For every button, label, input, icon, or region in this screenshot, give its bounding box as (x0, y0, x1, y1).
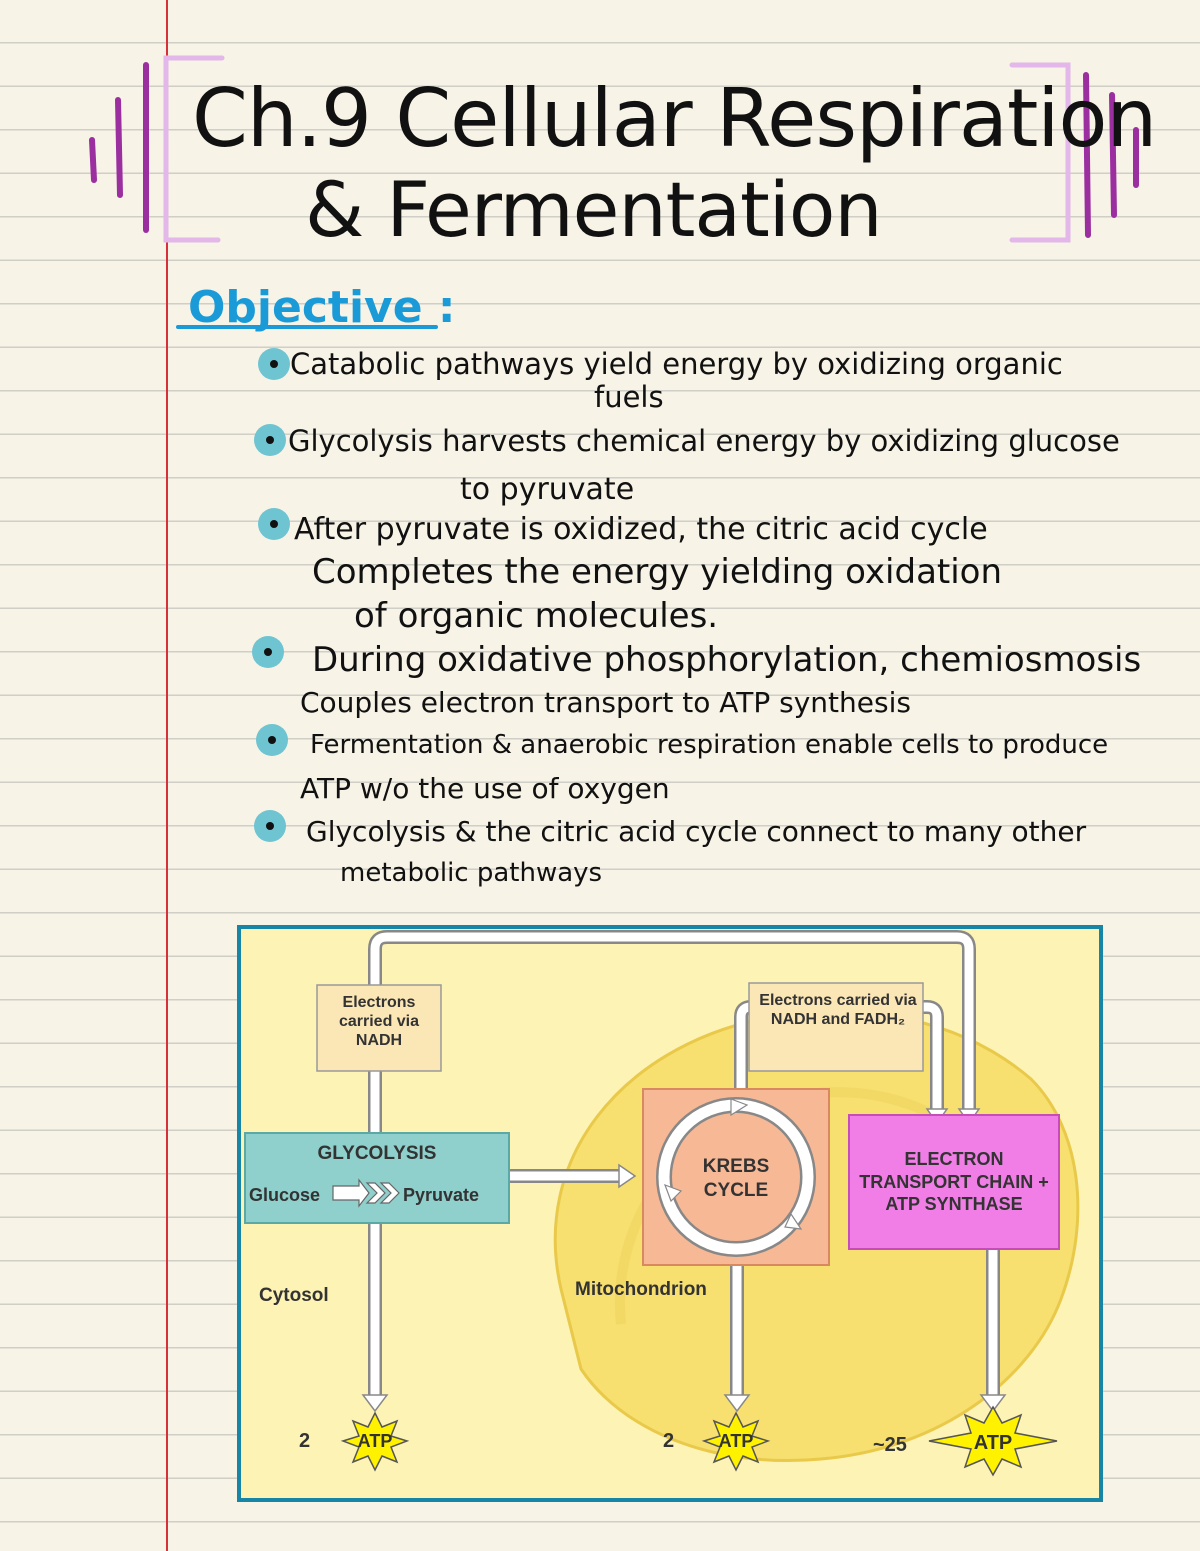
electrons-nadh-box (316, 984, 442, 1072)
electrons-nadh-fadh-label: Electrons carried via NADH and FADH₂ (759, 992, 917, 1029)
bullet-dot (254, 810, 286, 842)
etc-label: ELECTRON TRANSPORT CHAIN + ATP SYNTHASE (859, 1149, 1049, 1215)
objective-underline (176, 325, 438, 329)
notebook-margin-line (166, 0, 168, 1551)
etc-box (848, 1114, 1060, 1250)
glycolysis-box (244, 1132, 510, 1224)
objective-heading: Objective : (188, 282, 456, 333)
bullet-dot (258, 508, 290, 540)
bullet-dot (258, 348, 290, 380)
bullet-dot (252, 636, 284, 668)
bullet-2-line-1: Glycolysis harvests chemical energy by o… (288, 424, 1120, 458)
electrons-nadh-fadh-box (748, 982, 924, 1072)
bullet-4-line-2: Couples electron transport to ATP synthe… (300, 686, 911, 719)
bullet-2-line-2: to pyruvate (460, 472, 635, 507)
title-bracket-decoration (89, 55, 1139, 243)
atp-count-2: 2 (663, 1430, 675, 1452)
atp-star-icon (928, 1405, 1058, 1477)
bullet-4-line-1: During oxidative phosphorylation, chemio… (312, 640, 1142, 680)
electrons-nadh-label: Electrons carried via NADH (338, 994, 420, 1050)
page-title-line1: Ch.9 Cellular Respiration (192, 72, 1157, 165)
atp-count-1: 2 (299, 1430, 311, 1452)
bullet-6-line-1: Glycolysis & the citric acid cycle conne… (306, 815, 1087, 848)
bullet-dot (254, 424, 286, 456)
atp-label-3: ATP (973, 1432, 1013, 1454)
bullet-3-line-3: of organic molecules. (354, 596, 719, 636)
mitochondrion-label: Mitochondrion (575, 1279, 707, 1300)
atp-star-icon (701, 1411, 771, 1472)
bullet-3-line-1: After pyruvate is oxidized, the citric a… (294, 512, 988, 547)
bullet-6-line-2: metabolic pathways (340, 858, 603, 888)
bullet-1-line-1: Catabolic pathways yield energy by oxidi… (290, 347, 1063, 381)
cytosol-label: Cytosol (259, 1285, 329, 1306)
krebs-box (642, 1088, 830, 1266)
bullet-dot (256, 724, 288, 756)
pyruvate-label: Pyruvate (403, 1185, 480, 1205)
atp-label-1: ATP (357, 1431, 393, 1451)
respiration-diagram: Electrons carried via NADH Electrons car… (237, 925, 1103, 1502)
atp-count-3: ~25 (873, 1434, 907, 1456)
atp-label-2: ATP (718, 1431, 754, 1451)
bullet-5-line-2: ATP w/o the use of oxygen (300, 772, 670, 805)
glucose-label: Glucose (249, 1185, 321, 1205)
atp-star-icon (340, 1411, 410, 1472)
glycolysis-title: GLYCOLYSIS (317, 1143, 437, 1164)
bullet-1-line-2: fuels (594, 380, 664, 414)
page-title-line2: & Fermentation (305, 165, 883, 254)
bullet-5-line-1: Fermentation & anaerobic respiration ena… (310, 730, 1109, 760)
bullet-3-line-2: Completes the energy yielding oxidation (312, 552, 1003, 592)
krebs-cycle-label: KREBS CYCLE (702, 1156, 770, 1201)
